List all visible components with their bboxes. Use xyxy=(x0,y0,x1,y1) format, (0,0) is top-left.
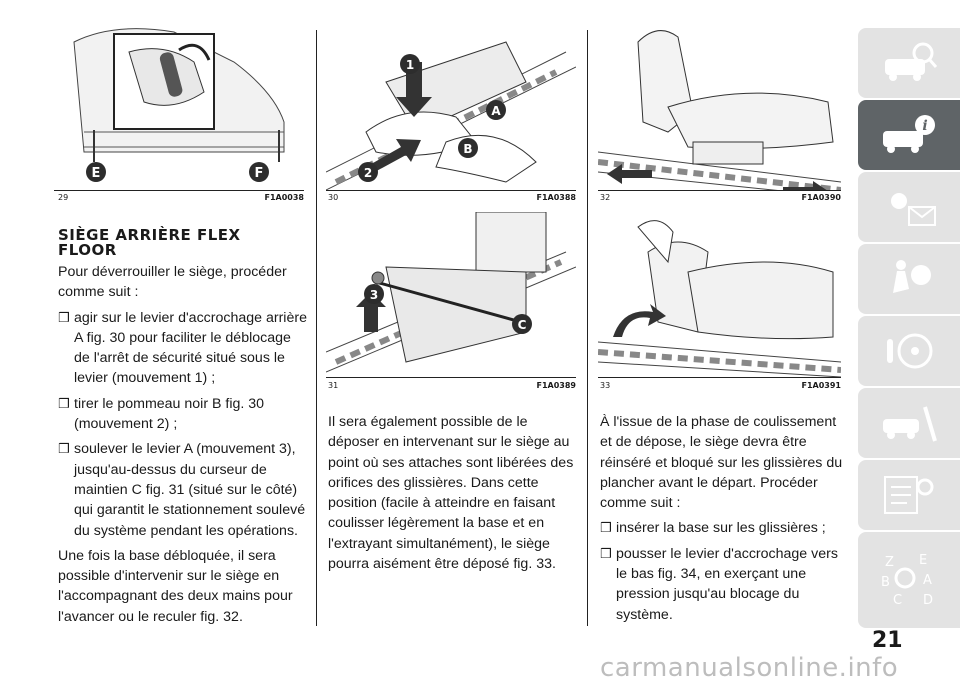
column-1-text: Pour déverrouiller le siège, procéder co… xyxy=(58,262,308,632)
figure-33-caption: 33 F1A0391 xyxy=(600,381,841,390)
svg-text:D: D xyxy=(923,593,933,608)
svg-text:i: i xyxy=(922,118,927,134)
column-2-text: Il sera également possible de le déposer… xyxy=(328,412,578,579)
figure-number: 30 xyxy=(328,193,339,202)
label-f-badge xyxy=(249,162,269,182)
specs-icon xyxy=(884,476,934,514)
label-1: 1 xyxy=(406,58,414,72)
seat-removal-illustration xyxy=(598,220,841,377)
checkbox-bullet-icon: ❒ xyxy=(58,396,70,412)
svg-text:C: C xyxy=(893,593,902,608)
chapter-tab-dashboard[interactable] xyxy=(858,28,960,98)
figure-30-caption: 30 F1A0388 xyxy=(328,193,576,202)
label-3: 3 xyxy=(370,288,378,302)
svg-text:B: B xyxy=(881,575,890,590)
checkbox-bullet-icon: ❒ xyxy=(58,310,70,326)
figure-code: F1A0038 xyxy=(264,193,305,202)
figure-29: E F xyxy=(54,22,304,191)
checkbox-bullet-icon: ❒ xyxy=(600,521,612,537)
body-paragraph: À l'issue de la phase de coulissement et… xyxy=(600,414,843,512)
figure-32 xyxy=(598,22,841,191)
label-e: E xyxy=(92,166,101,181)
figure-code: F1A0391 xyxy=(801,381,842,390)
label-2: 2 xyxy=(364,166,372,180)
section-heading: SIÈGE ARRIÈRE FLEX FLOOR xyxy=(58,226,241,259)
body-paragraph: Il sera également possible de le déposer… xyxy=(328,414,574,573)
airbag-seat-icon xyxy=(893,260,931,293)
figure-code: F1A0390 xyxy=(801,193,842,202)
steering-wheel-icon xyxy=(887,333,933,369)
body-paragraph: Une fois la base débloquée, il sera poss… xyxy=(58,547,293,625)
figure-number: 33 xyxy=(600,381,611,390)
figure-29-caption: 29 F1A0038 xyxy=(58,193,304,202)
lever-lift-illustration: 3 C xyxy=(326,212,576,373)
svg-text:A: A xyxy=(923,573,932,588)
column-3-text: À l'issue de la phase de coulissement et… xyxy=(600,412,850,630)
figure-code: F1A0388 xyxy=(536,193,577,202)
list-item: ❒tirer le pommeau noir B fig. 30 (mouvem… xyxy=(58,395,265,433)
label-a: A xyxy=(491,104,501,118)
seat-lever-illustration: E F xyxy=(54,22,304,190)
figure-number: 32 xyxy=(600,193,611,202)
list-item: ❒pousser le levier d'accrochage vers le … xyxy=(600,545,838,623)
figure-31-caption: 31 F1A0389 xyxy=(328,381,576,390)
figure-32-caption: 32 F1A0390 xyxy=(600,193,841,202)
seat-slide-illustration xyxy=(598,30,841,190)
chapter-tab-specifications[interactable] xyxy=(858,460,960,530)
figure-code: F1A0389 xyxy=(536,381,577,390)
watermark: carmanualsonline.info xyxy=(600,653,899,683)
intro-paragraph: Pour déverrouiller le siège, procéder co… xyxy=(58,264,287,301)
figure-number: 31 xyxy=(328,381,339,390)
chapter-tab-maintenance[interactable] xyxy=(858,388,960,458)
chapter-tab-safety[interactable] xyxy=(858,244,960,314)
figure-33 xyxy=(598,212,841,378)
label-c: C xyxy=(518,318,527,332)
column-divider xyxy=(316,30,317,626)
figure-30: 1 A B 2 xyxy=(326,22,576,191)
figure-31: 3 C xyxy=(326,212,576,378)
checkbox-bullet-icon: ❒ xyxy=(600,546,612,562)
list-item: ❒insérer la base sur les glissières ; xyxy=(600,518,850,538)
chapter-tab-vehicle-info[interactable]: i xyxy=(858,100,960,170)
car-dashboard-icon xyxy=(885,42,938,81)
chapter-tab-driving[interactable] xyxy=(858,316,960,386)
chapter-tab-warning-lights[interactable] xyxy=(858,172,960,242)
car-info-icon: i xyxy=(883,115,935,153)
index-icon: Z E B A C D xyxy=(881,553,933,608)
page-number: 21 xyxy=(872,628,903,653)
label-e-badge xyxy=(86,162,106,182)
chapter-tab-index[interactable]: Z E B A C D xyxy=(858,532,960,628)
list-item: ❒soulever le levier A (mouvement 3), jus… xyxy=(58,441,306,539)
svg-text:Z: Z xyxy=(885,555,894,570)
svg-text:E: E xyxy=(919,553,927,568)
list-item: ❒agir sur le levier d'accrochage arrière… xyxy=(58,309,307,387)
figure-number: 29 xyxy=(58,193,69,202)
car-service-icon xyxy=(883,406,937,442)
label-f: F xyxy=(255,166,264,181)
checkbox-bullet-icon: ❒ xyxy=(58,442,70,458)
column-divider xyxy=(587,30,588,626)
warning-lights-icon xyxy=(891,193,936,226)
lever-release-illustration: 1 A B 2 xyxy=(326,41,576,190)
label-b: B xyxy=(463,142,472,156)
